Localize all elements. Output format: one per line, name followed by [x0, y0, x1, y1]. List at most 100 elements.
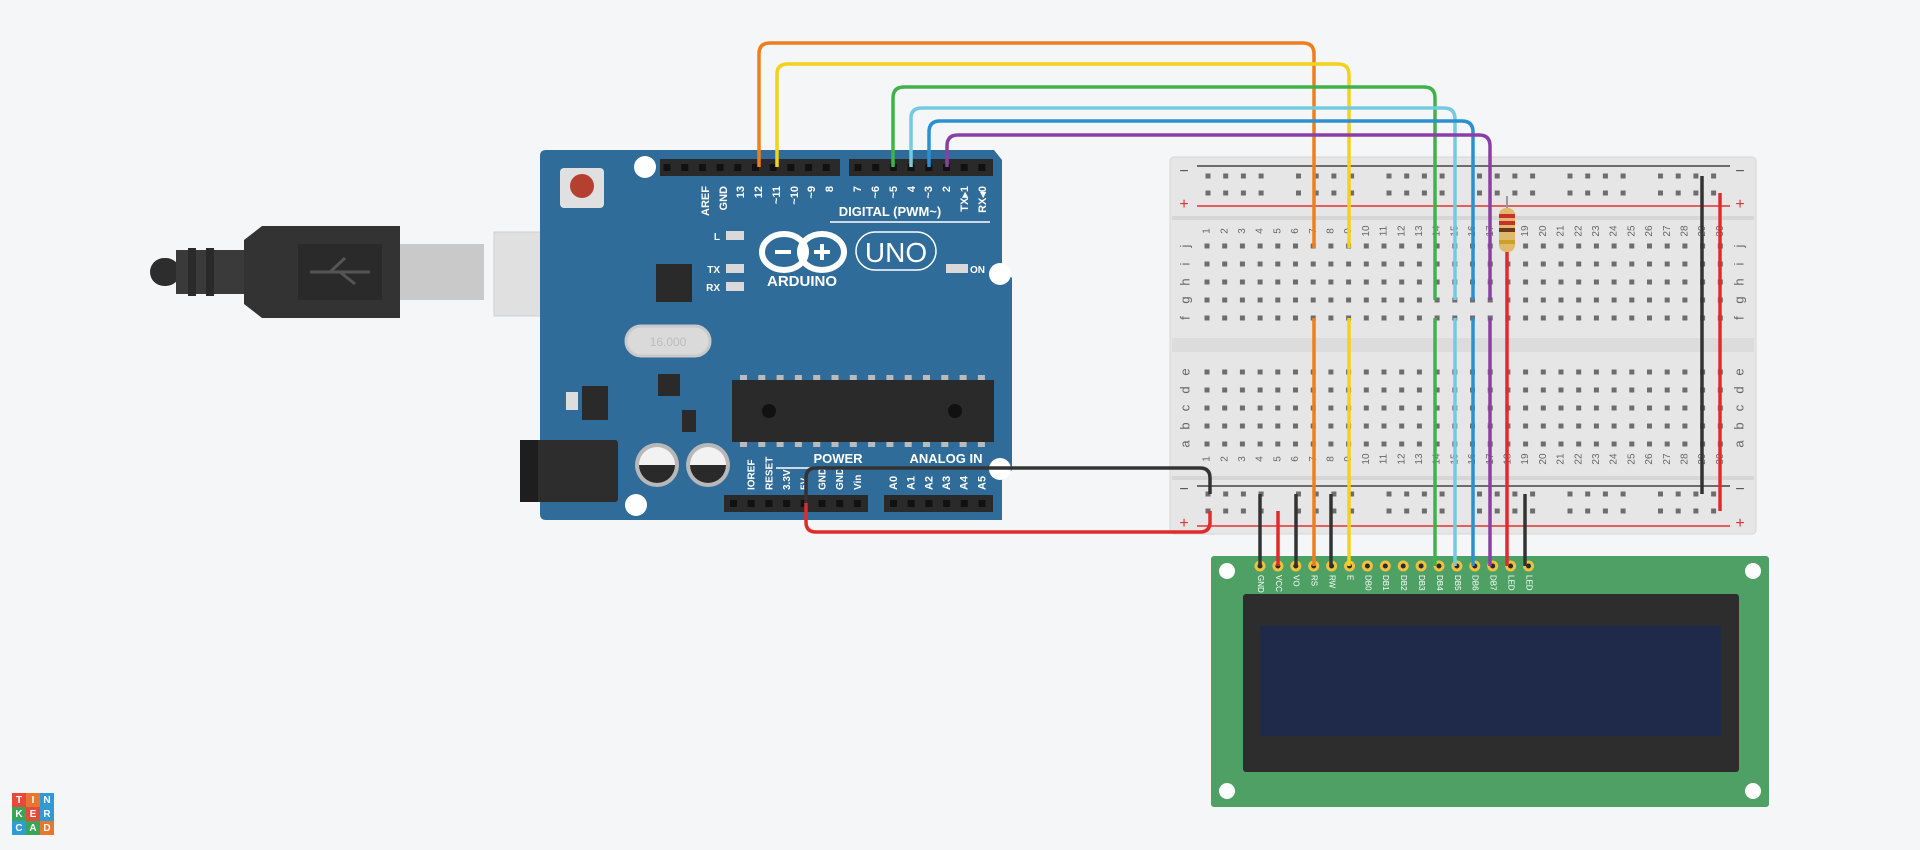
breadboard-hole[interactable]: [1523, 297, 1529, 303]
breadboard-hole[interactable]: [1275, 261, 1281, 267]
breadboard-hole[interactable]: [1363, 387, 1369, 393]
breadboard-hole[interactable]: [1239, 369, 1245, 375]
breadboard-hole[interactable]: [1477, 491, 1482, 497]
breadboard-hole[interactable]: [1381, 261, 1387, 267]
breadboard-hole[interactable]: [1477, 190, 1482, 196]
breadboard-hole[interactable]: [1328, 423, 1334, 429]
breadboard-hole[interactable]: [1346, 261, 1352, 267]
breadboard-hole[interactable]: [1530, 491, 1536, 497]
breadboard-hole[interactable]: [1416, 405, 1422, 411]
breadboard-hole[interactable]: [1222, 387, 1228, 393]
breadboard-hole[interactable]: [1222, 315, 1228, 321]
breadboard-hole[interactable]: [1629, 405, 1635, 411]
breadboard-hole[interactable]: [1439, 173, 1445, 179]
breadboard-hole[interactable]: [1585, 508, 1591, 514]
breadboard-hole[interactable]: [1240, 173, 1246, 179]
header-socket[interactable]: [943, 164, 950, 171]
breadboard-hole[interactable]: [1386, 491, 1392, 497]
header-socket[interactable]: [765, 500, 773, 507]
breadboard-hole[interactable]: [1585, 491, 1591, 497]
breadboard-hole[interactable]: [1310, 297, 1316, 303]
breadboard-hole[interactable]: [1293, 243, 1298, 249]
breadboard-hole[interactable]: [1593, 261, 1599, 267]
breadboard-hole[interactable]: [1664, 369, 1670, 375]
breadboard-hole[interactable]: [1434, 243, 1440, 249]
breadboard-hole[interactable]: [1421, 173, 1427, 179]
header-socket[interactable]: [716, 164, 724, 171]
breadboard-hole[interactable]: [1310, 279, 1316, 285]
breadboard-hole[interactable]: [1257, 405, 1263, 411]
breadboard-hole[interactable]: [1363, 261, 1369, 267]
breadboard-hole[interactable]: [1682, 441, 1688, 447]
breadboard-hole[interactable]: [1328, 297, 1334, 303]
breadboard-hole[interactable]: [1239, 423, 1245, 429]
breadboard-hole[interactable]: [1647, 369, 1652, 375]
breadboard-hole[interactable]: [1328, 243, 1334, 249]
breadboard-hole[interactable]: [1363, 297, 1369, 303]
breadboard-hole[interactable]: [1439, 508, 1445, 514]
breadboard-hole[interactable]: [1593, 423, 1599, 429]
breadboard-hole[interactable]: [1576, 405, 1582, 411]
breadboard-hole[interactable]: [1404, 508, 1410, 514]
breadboard-hole[interactable]: [1593, 369, 1599, 375]
breadboard-hole[interactable]: [1204, 423, 1210, 429]
breadboard-hole[interactable]: [1558, 261, 1564, 267]
breadboard-hole[interactable]: [1313, 491, 1319, 497]
breadboard-hole[interactable]: [1386, 190, 1392, 196]
breadboard-hole[interactable]: [1664, 315, 1670, 321]
breadboard-hole[interactable]: [1421, 491, 1427, 497]
breadboard-hole[interactable]: [1658, 173, 1663, 179]
breadboard-hole[interactable]: [1399, 315, 1405, 321]
breadboard-hole[interactable]: [1540, 297, 1546, 303]
breadboard-hole[interactable]: [1585, 190, 1591, 196]
breadboard-hole[interactable]: [1494, 173, 1500, 179]
breadboard-hole[interactable]: [1647, 315, 1652, 321]
breadboard-hole[interactable]: [1439, 491, 1445, 497]
breadboard-hole[interactable]: [1682, 423, 1688, 429]
breadboard-hole[interactable]: [1240, 190, 1246, 196]
breadboard-hole[interactable]: [1530, 190, 1536, 196]
breadboard-hole[interactable]: [1313, 173, 1319, 179]
breadboard-hole[interactable]: [1204, 441, 1210, 447]
breadboard-hole[interactable]: [1239, 405, 1245, 411]
breadboard-hole[interactable]: [1434, 405, 1440, 411]
breadboard-hole[interactable]: [1682, 279, 1688, 285]
header-socket[interactable]: [663, 164, 671, 171]
breadboard-hole[interactable]: [1593, 387, 1599, 393]
breadboard-hole[interactable]: [1647, 441, 1652, 447]
breadboard-hole[interactable]: [1204, 297, 1210, 303]
breadboard-hole[interactable]: [1293, 261, 1298, 267]
breadboard-hole[interactable]: [1434, 315, 1440, 321]
breadboard-hole[interactable]: [1434, 387, 1440, 393]
breadboard-hole[interactable]: [1399, 423, 1405, 429]
breadboard-hole[interactable]: [1416, 423, 1422, 429]
wire-black-arduino-gnd[interactable]: [804, 466, 1212, 503]
breadboard-hole[interactable]: [1629, 423, 1635, 429]
header-socket[interactable]: [783, 500, 791, 507]
breadboard-hole[interactable]: [1204, 315, 1210, 321]
breadboard-hole[interactable]: [1494, 190, 1500, 196]
breadboard-hole[interactable]: [1664, 261, 1670, 267]
breadboard-hole[interactable]: [1682, 243, 1688, 249]
breadboard-hole[interactable]: [1293, 279, 1298, 285]
breadboard-hole[interactable]: [1313, 190, 1319, 196]
breadboard-hole[interactable]: [1399, 405, 1405, 411]
breadboard-hole[interactable]: [1416, 315, 1422, 321]
breadboard-hole[interactable]: [1576, 261, 1582, 267]
breadboard-hole[interactable]: [1349, 491, 1355, 497]
breadboard-hole[interactable]: [1523, 405, 1529, 411]
header-socket[interactable]: [960, 164, 968, 171]
breadboard-hole[interactable]: [1404, 173, 1410, 179]
breadboard-hole[interactable]: [1205, 190, 1211, 196]
header-socket[interactable]: [978, 164, 986, 171]
header-socket[interactable]: [872, 164, 880, 171]
breadboard-hole[interactable]: [1434, 297, 1440, 303]
header-socket[interactable]: [681, 164, 689, 171]
breadboard-hole[interactable]: [1363, 243, 1369, 249]
breadboard-hole[interactable]: [1611, 441, 1617, 447]
breadboard-hole[interactable]: [1223, 508, 1229, 514]
breadboard-hole[interactable]: [1363, 369, 1369, 375]
breadboard-hole[interactable]: [1399, 297, 1405, 303]
breadboard-hole[interactable]: [1222, 423, 1228, 429]
